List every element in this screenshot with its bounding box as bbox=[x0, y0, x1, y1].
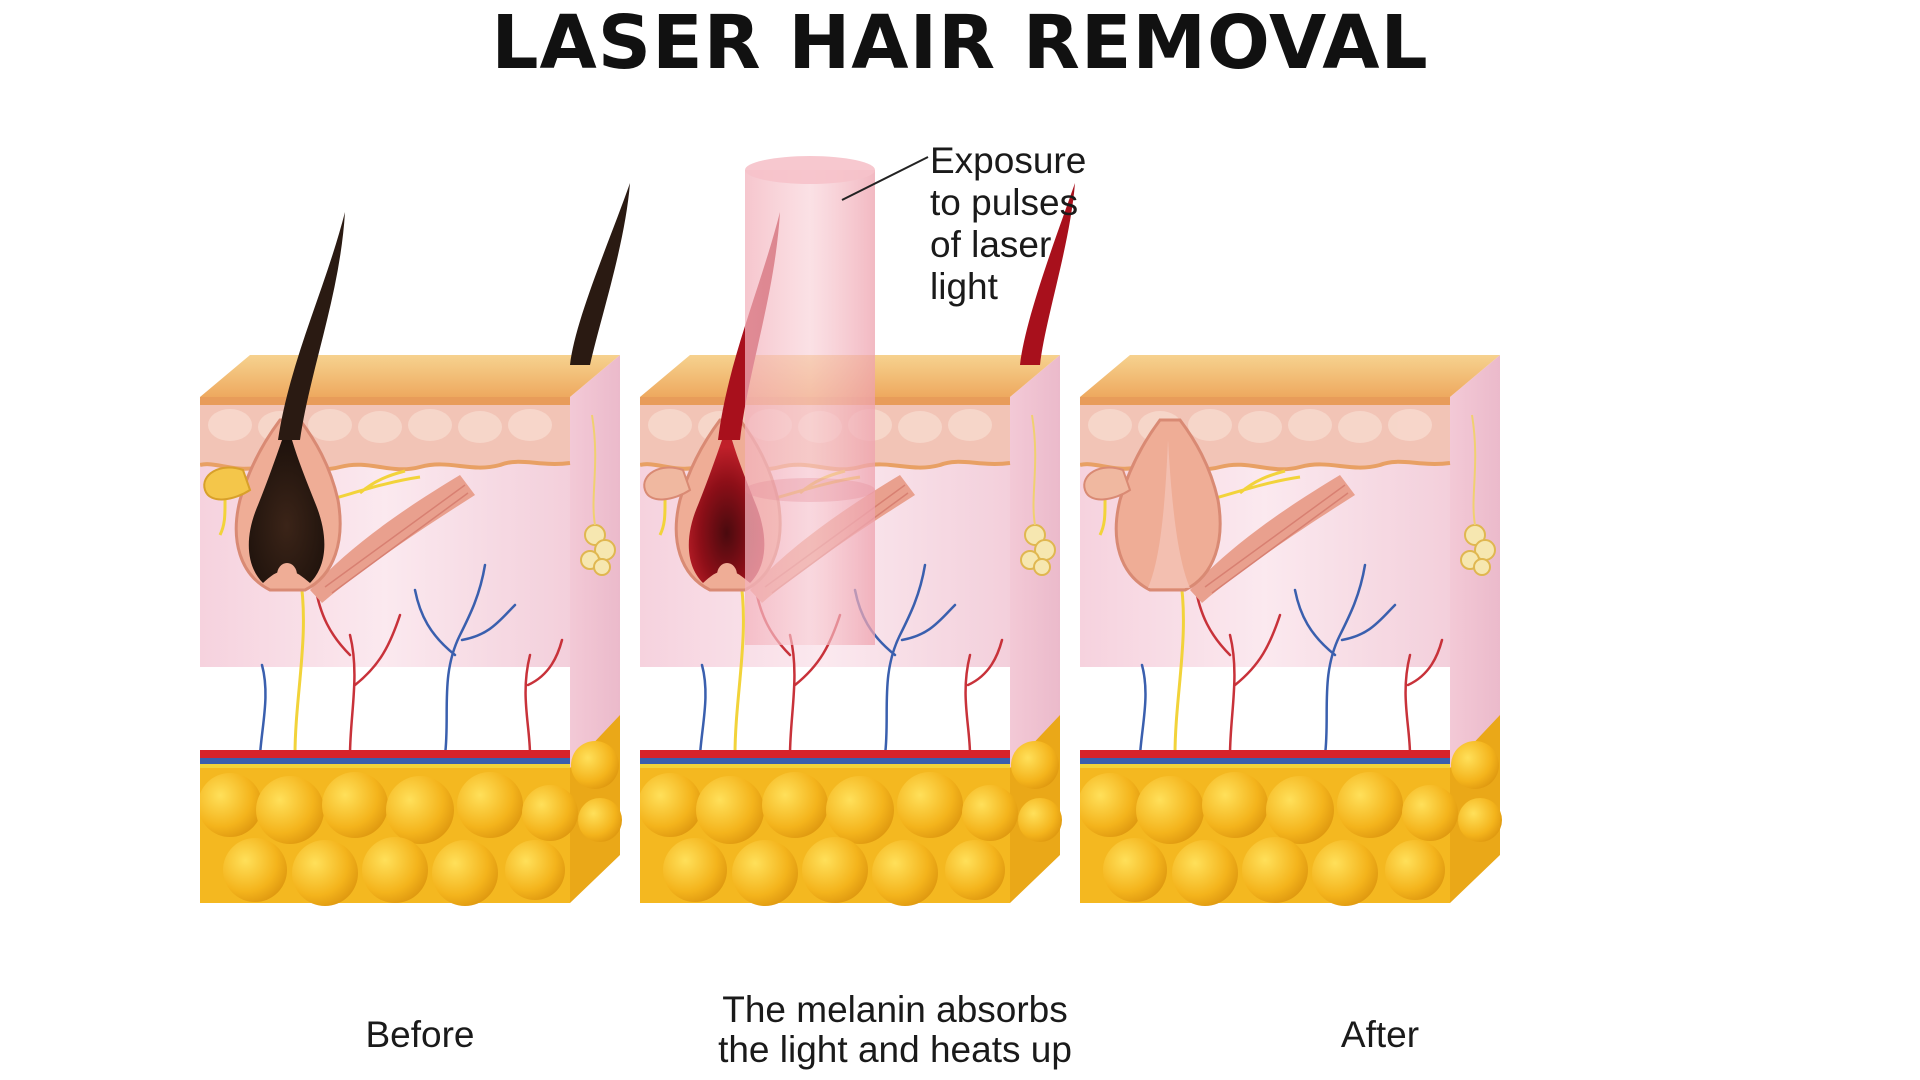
hair-shaft-dark bbox=[278, 212, 345, 440]
caption-after: After bbox=[1340, 1014, 1420, 1055]
hair-shaft-heated bbox=[1020, 183, 1075, 365]
callout-leader-line bbox=[841, 156, 929, 201]
laser-beam bbox=[745, 156, 875, 645]
caption-melanin: The melanin absorbs the light and heats … bbox=[660, 990, 1130, 1070]
hair-shaft-dark bbox=[570, 183, 630, 365]
hair-bulb-dark bbox=[248, 440, 325, 583]
empty-follicle bbox=[1148, 440, 1190, 588]
laser-callout-label: Exposure to pulses of laser light bbox=[930, 140, 1086, 308]
caption-before: Before bbox=[365, 1014, 475, 1055]
callout-line-1: Exposure bbox=[930, 140, 1087, 181]
before-skin-block bbox=[200, 183, 630, 908]
diagram-title: LASER HAIR REMOVAL bbox=[491, 0, 1429, 86]
after-skin-block bbox=[1080, 355, 1504, 908]
callout-line-3: of laser bbox=[930, 224, 1052, 265]
caption-melanin-line-2: the light and heats up bbox=[718, 1029, 1072, 1070]
laser-skin-block bbox=[640, 156, 1075, 908]
caption-melanin-line-1: The melanin absorbs bbox=[722, 989, 1068, 1030]
callout-line-2: to pulses bbox=[930, 182, 1079, 223]
callout-line-4: light bbox=[930, 266, 998, 307]
